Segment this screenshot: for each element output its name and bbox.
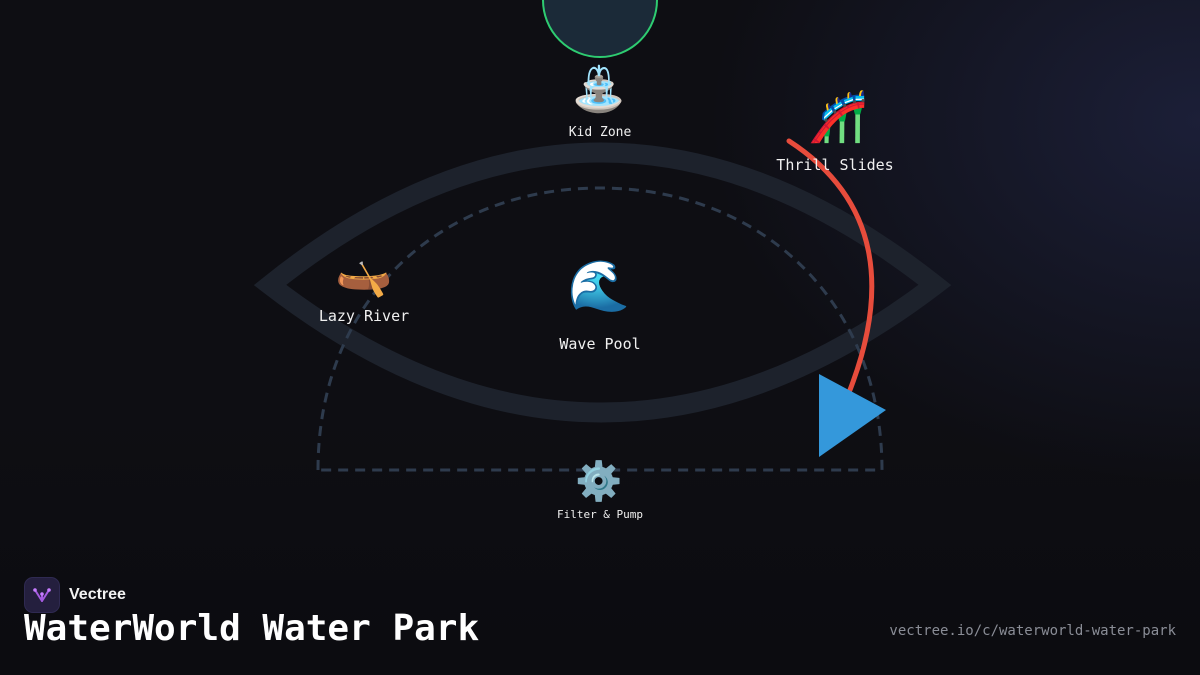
thrill-slides-label: Thrill Slides: [776, 156, 894, 174]
vectree-logo-icon: [24, 577, 60, 613]
top-circle: [542, 0, 658, 58]
brand-name: Vectree: [69, 586, 126, 603]
kid-zone-label: Kid Zone: [568, 125, 632, 140]
flow-arrow: [786, 138, 875, 398]
brand: Vectree: [24, 577, 126, 613]
filter-pump-label: Filter & Pump: [556, 508, 644, 521]
source-url[interactable]: vectree.io/c/waterworld-water-park: [889, 623, 1176, 639]
dashed-loop: [316, 186, 884, 472]
canoe-icon: 🛶: [335, 245, 393, 299]
play-triangle: [819, 374, 886, 457]
wave-icon: 🌊: [567, 257, 631, 315]
page-title: WaterWorld Water Park: [24, 608, 480, 649]
fountain-icon: ⛲: [571, 64, 627, 115]
lazy-river-label: Lazy River: [318, 307, 410, 325]
roller-coaster-icon: 🎢: [808, 89, 868, 145]
gear-icon: ⚙️: [575, 459, 623, 503]
lens-shape: [253, 142, 952, 423]
wave-pool-label: Wave Pool: [559, 335, 641, 353]
